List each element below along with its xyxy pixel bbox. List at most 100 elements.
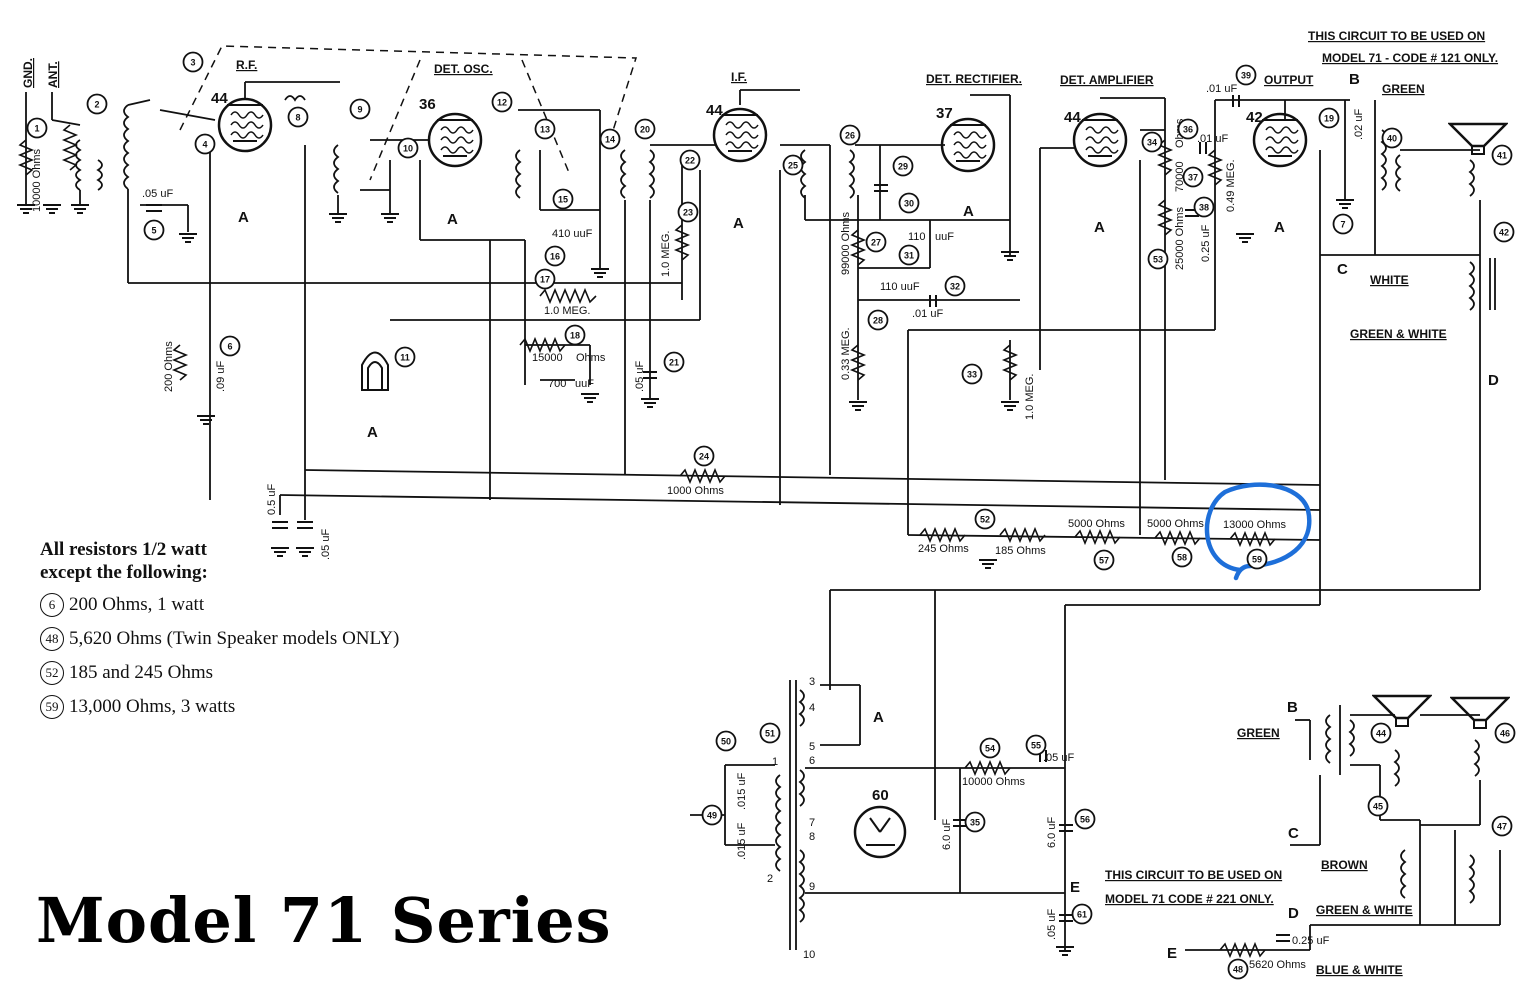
part-callout-number: 54: [985, 744, 995, 754]
part-callout-55: 55: [1025, 734, 1047, 756]
label-r48: 5620 Ohms: [1249, 959, 1306, 971]
part-callout-circle: [26, 117, 48, 139]
part-callout-12: 12: [491, 91, 513, 113]
part-callout-26: 26: [839, 124, 861, 146]
part-callout-number: 34: [1147, 138, 1157, 148]
wire-white: WHITE: [1370, 273, 1409, 287]
note-item: 52 185 and 245 Ohms: [40, 656, 480, 690]
part-callout-circle: [564, 324, 586, 346]
label-c55: .05 uF: [1043, 752, 1074, 764]
annotation-circle: [1204, 482, 1312, 581]
junction-e-mid: E: [1070, 879, 1080, 896]
label-r24: 1000 Ohms: [667, 485, 724, 497]
pin-2: 2: [767, 873, 773, 885]
circuit-note-top-2: MODEL 71 - CODE # 121 ONLY.: [1322, 51, 1498, 65]
label-c16: 410 uuF: [552, 228, 593, 240]
label-c31: 110 uuF: [880, 281, 920, 293]
tube-rect-num: 37: [936, 105, 953, 122]
part-callout-48: 48: [1227, 958, 1249, 980]
part-callout-circle: [677, 201, 699, 223]
part-callout-number: 42: [1499, 228, 1509, 238]
part-callout-number: 46: [1500, 729, 1510, 739]
speakers: [1372, 122, 1510, 730]
wire-green-white-bottom: GREEN & WHITE: [1316, 903, 1413, 917]
part-callout-number: 61: [1077, 910, 1087, 920]
part-callout-9: 9: [349, 98, 371, 120]
label-c50: .015 uF: [736, 772, 748, 810]
label-c8-unit: uuF: [575, 378, 594, 390]
part-callout-34: 34: [1141, 131, 1163, 153]
part-callout-number: 13: [540, 125, 550, 135]
part-callout-23: 23: [677, 201, 699, 223]
part-callout-54: 54: [979, 737, 1001, 759]
tube-det-amp: [1072, 112, 1128, 168]
part-callout-number: 30: [904, 199, 914, 209]
note-item-text: 5,620 Ohms (Twin Speaker models ONLY): [69, 628, 400, 649]
part-callout-number: 35: [970, 818, 980, 828]
part-callout-number: 29: [898, 162, 908, 172]
part-callout-35: 35: [964, 811, 986, 833]
part-callout-33: 33: [961, 363, 983, 385]
part-callout-15: 15: [552, 188, 574, 210]
tube-if-num: 44: [706, 102, 723, 119]
part-callout-number: 26: [845, 131, 855, 141]
label-r33: 1.0 MEG.: [1024, 374, 1036, 420]
pin-3: 3: [809, 676, 815, 688]
filament-a-lamp: A: [367, 424, 378, 441]
part-callout-circle: [1370, 722, 1392, 744]
part-callout-circle: [944, 275, 966, 297]
capacitors: [146, 95, 1290, 942]
label-r54: 10000 Ohms: [962, 776, 1025, 788]
tube-rf-num: 44: [211, 90, 228, 107]
circuit-note-bottom-1: THIS CIRCUIT TO BE USED ON: [1105, 868, 1282, 882]
part-callout-10: 10: [397, 137, 419, 159]
part-callout-circle: [1071, 903, 1093, 925]
junction-e-bottom: E: [1167, 945, 1177, 962]
part-callout-circle: [759, 722, 781, 744]
part-callout-44: 44: [1370, 722, 1392, 744]
part-callout-circle: [1141, 131, 1163, 153]
part-callout-8: 8: [287, 106, 309, 128]
part-callout-39: 39: [1235, 64, 1257, 86]
label-c8: 700: [548, 378, 566, 390]
label-r58: 5000 Ohms: [1147, 518, 1204, 530]
part-callout-circle: [1491, 144, 1513, 166]
part-callout-circle: [1182, 166, 1204, 188]
part-callout-circle: [1147, 248, 1169, 270]
pin-1: 1: [772, 756, 778, 768]
part-callout-number: 25: [788, 161, 798, 171]
note-item-text: 13,000 Ohms, 3 watts: [69, 696, 236, 717]
filament-labels: A A A A A A A A: [238, 203, 1285, 726]
part-callout-22: 22: [679, 149, 701, 171]
part-callout-7: 7: [1332, 213, 1354, 235]
part-callout-circle: [1025, 734, 1047, 756]
gang-linkage: [179, 45, 638, 181]
resistors: [17, 124, 1276, 959]
note-item: 48 5,620 Ohms (Twin Speaker models ONLY): [40, 622, 480, 656]
stage-rectifier: DET. RECTIFIER.: [926, 72, 1022, 86]
pin-9: 9: [809, 881, 815, 893]
wire-labels: GREEN WHITE GREEN & WHITE GREEN BROWN GR…: [1237, 82, 1447, 977]
tube-amp-num: 44: [1064, 109, 1081, 126]
part-callout-circle: [865, 231, 887, 253]
part-callout-circle: [1367, 795, 1389, 817]
part-callout-number: 19: [1324, 114, 1334, 124]
label-r35: 25000 Ohms: [1174, 207, 1186, 270]
part-callout-4: 4: [194, 133, 216, 155]
wire-brown: BROWN: [1321, 858, 1368, 872]
part-callout-circle: [1491, 815, 1513, 837]
stage-det-osc: DET. OSC.: [434, 62, 493, 76]
label-c30-unit: uuF: [935, 231, 954, 243]
part-callout-circle: [1193, 196, 1215, 218]
part-callout-51: 51: [759, 722, 781, 744]
junction-c-bottom: C: [1288, 825, 1299, 842]
label-c49: .015 uF: [736, 822, 748, 860]
part-callout-30: 30: [898, 192, 920, 214]
part-callout-42: 42: [1493, 221, 1515, 243]
part-callout-circle: [964, 811, 986, 833]
note-item-number: 48: [40, 627, 64, 651]
part-callout-number: 58: [1177, 553, 1187, 563]
label-r17: 1.0 MEG.: [544, 305, 590, 317]
part-callout-number: 21: [669, 358, 679, 368]
part-callout-number: 55: [1031, 741, 1041, 751]
